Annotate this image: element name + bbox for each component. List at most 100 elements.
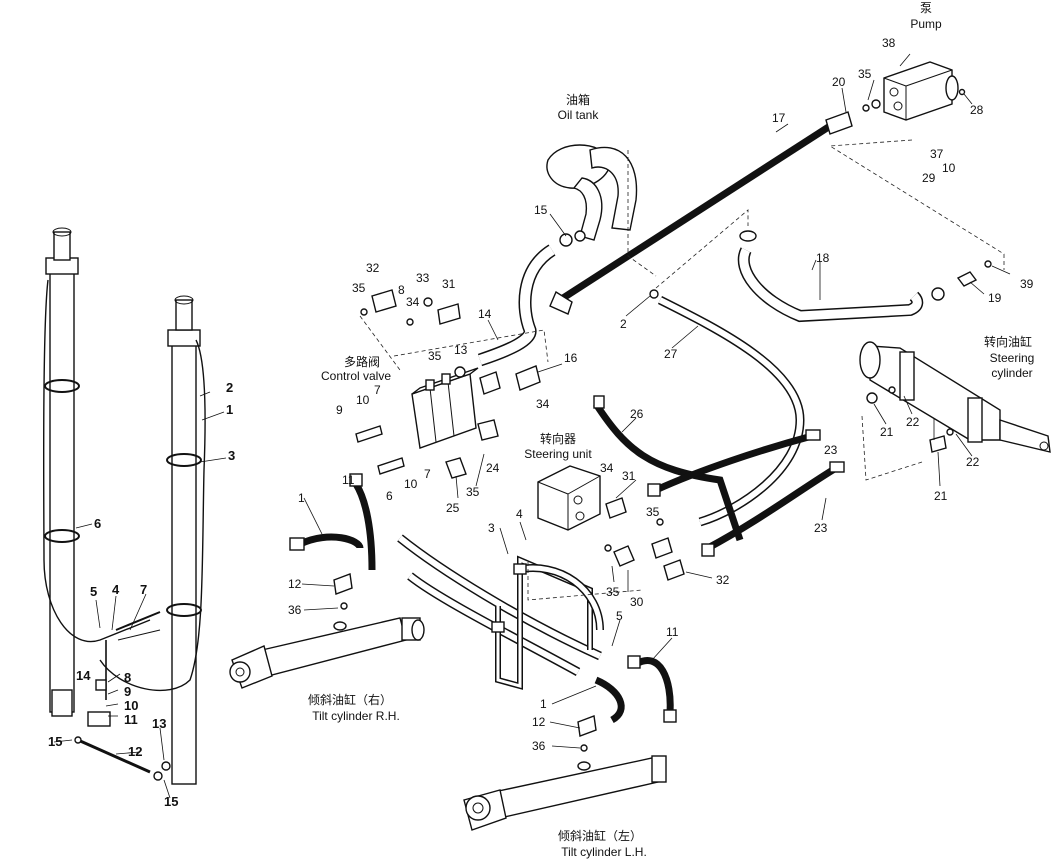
callout-7: 7 (374, 383, 381, 397)
callout-16: 16 (564, 351, 578, 365)
mast-callout-7: 7 (140, 582, 147, 597)
callout-36: 36 (288, 603, 302, 617)
hose-26 (593, 402, 744, 542)
oil-tank-label: Oil tank (558, 108, 600, 122)
callout-14: 14 (478, 307, 492, 321)
steering-cylinder-label-1: Steering (990, 351, 1035, 365)
callout-30: 30 (630, 595, 644, 609)
steering-cylinder-label-cn: 转向油缸 (984, 334, 1032, 349)
callout-6: 6 (386, 489, 393, 503)
mast-callout-9: 9 (124, 684, 131, 699)
callout-20: 20 (832, 75, 846, 89)
mast-right-rod (175, 299, 193, 331)
callout-28: 28 (970, 103, 984, 117)
callout-12-b: 12 (532, 715, 546, 729)
tilt-rh-label: Tilt cylinder R.H. (312, 709, 400, 723)
callout-23-b: 23 (814, 521, 828, 535)
callout-24: 24 (486, 461, 500, 475)
oil-tank-fitting (546, 144, 638, 241)
callout-3: 3 (488, 521, 495, 535)
callout-37: 37 (930, 147, 944, 161)
callout-17: 17 (772, 111, 786, 125)
mast-right-rail (171, 333, 197, 785)
tilt-lh-label: Tilt cylinder L.H. (561, 845, 647, 859)
mast-callout-4: 4 (112, 582, 120, 597)
callout-11-b: 11 (666, 625, 679, 639)
mast-callout-6: 6 (94, 516, 101, 531)
callout-35-d: 35 (466, 485, 480, 499)
tilt-rh-label-cn: 倾斜油缸（右） (308, 692, 392, 707)
callout-34-b: 34 (536, 397, 550, 411)
callout-39: 39 (1020, 277, 1034, 291)
callout-35-f: 35 (606, 585, 620, 599)
callout-13: 13 (454, 343, 468, 357)
callout-21: 21 (880, 425, 894, 439)
steering-cylinder (859, 341, 1051, 453)
callout-1: 1 (298, 491, 305, 505)
callout-31: 31 (442, 277, 456, 291)
mast-left-rail (49, 261, 75, 713)
mast-callout-3: 3 (228, 448, 235, 463)
callout-11: 11 (342, 473, 355, 487)
mast-callout-15: 15 (48, 734, 62, 749)
oil-tank-label-cn: 油箱 (566, 92, 590, 107)
callout-19: 19 (988, 291, 1002, 305)
pump (862, 61, 966, 121)
callout-29: 29 (922, 171, 936, 185)
mast-assembly (42, 227, 206, 785)
steering-unit (537, 465, 627, 531)
callout-35-cv: 35 (352, 281, 366, 295)
pump-label: Pump (910, 17, 942, 31)
callout-22: 22 (906, 415, 920, 429)
callout-1-b: 1 (540, 697, 547, 711)
callout-7-b: 7 (424, 467, 431, 481)
tilt-cylinder-lh (463, 715, 667, 831)
callout-18: 18 (816, 251, 830, 265)
mast-right-head (167, 329, 201, 347)
callout-21-b: 21 (934, 489, 948, 503)
callout-26: 26 (630, 407, 644, 421)
mast-callout-12: 12 (128, 744, 142, 759)
hose-23a (654, 432, 813, 494)
callout-9: 9 (336, 403, 343, 417)
mast-callout-14: 14 (76, 668, 91, 683)
hose-17 (558, 123, 832, 303)
callout-27: 27 (664, 347, 678, 361)
callout-10-cv: 10 (356, 393, 370, 407)
mast-callout-11: 11 (124, 712, 138, 727)
mast-callout-8: 8 (124, 670, 131, 685)
callout-34: 34 (406, 295, 420, 309)
callout-8: 8 (398, 283, 405, 297)
tilt-lh-label-cn: 倾斜油缸（左） (558, 828, 642, 843)
callout-25: 25 (446, 501, 460, 515)
callout-36-b: 36 (532, 739, 546, 753)
callout-38: 38 (882, 36, 896, 50)
mast-callout-13: 13 (152, 716, 166, 731)
mast-left-rod (53, 231, 71, 261)
callout-5: 5 (616, 609, 623, 623)
callout-32: 32 (366, 261, 380, 275)
callout-32-b: 32 (716, 573, 730, 587)
tilt-cylinder-rh (229, 573, 425, 689)
hose-23b (706, 465, 838, 552)
callout-2: 2 (620, 317, 627, 331)
pump-label-cn: 泵 (920, 1, 932, 15)
mast-callout-2: 2 (226, 380, 233, 395)
callout-35-b: 35 (428, 349, 442, 363)
control-valve-label-cn: 多路阀 (344, 354, 380, 369)
callout-35-e: 35 (646, 505, 660, 519)
callout-12: 12 (288, 577, 302, 591)
callout-22-b: 22 (966, 455, 980, 469)
callout-10: 10 (942, 161, 956, 175)
pipe-27 (657, 295, 805, 527)
callout-4: 4 (516, 507, 523, 521)
callout-10-c: 10 (404, 477, 418, 491)
mast-callout-5: 5 (90, 584, 97, 599)
mast-callout-10: 10 (124, 698, 138, 713)
mast-callout-1: 1 (226, 402, 233, 417)
callout-23: 23 (824, 443, 838, 457)
callout-35: 35 (858, 67, 872, 81)
control-valve-label: Control valve (321, 369, 391, 383)
steering-unit-label-cn: 转向器 (540, 431, 576, 446)
